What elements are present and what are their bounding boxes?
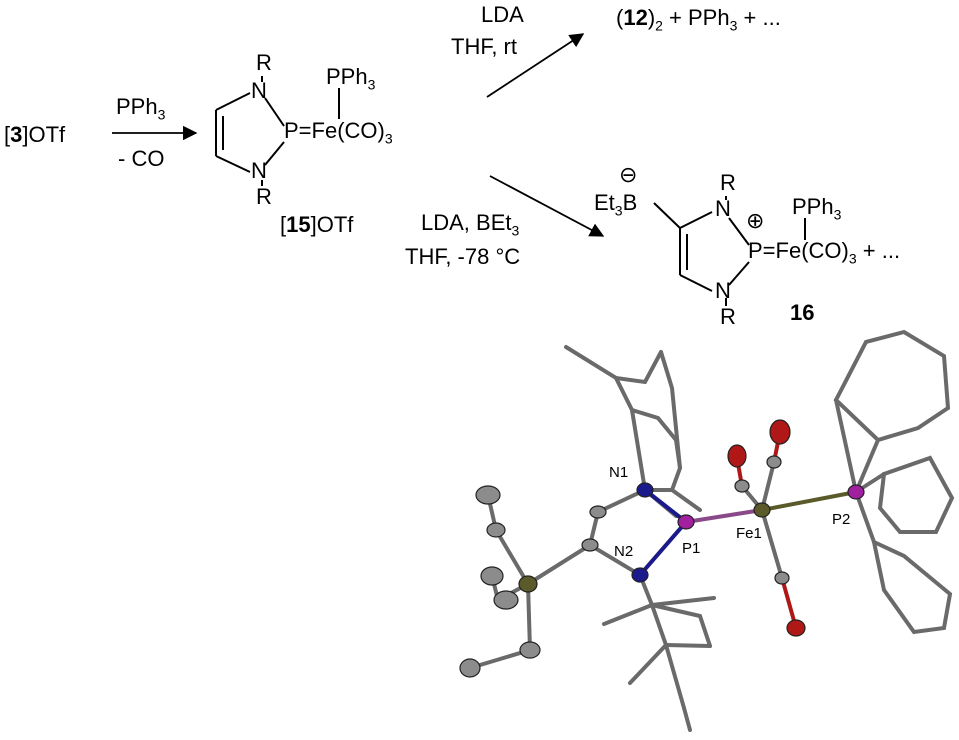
- upper-product-paren-close: ): [647, 5, 656, 30]
- step1-byproduct: - CO: [118, 146, 165, 171]
- c15-n-bottom: N: [251, 158, 267, 183]
- upper-reagent-line2: THF, rt: [451, 34, 517, 59]
- c16-label: 16: [790, 300, 815, 325]
- c16-p-fe-subscript: 3: [848, 250, 857, 267]
- label-n2: N2: [614, 543, 633, 560]
- atom-nitrogen: [636, 482, 654, 498]
- c16-phosphine-subscript: 3: [833, 206, 842, 223]
- upper-product-dimer-subscript: 2: [655, 17, 663, 34]
- c16-et3b-subscript: 3: [614, 202, 623, 219]
- c15-r-bottom: R: [256, 184, 272, 209]
- upper-path-arrow: [486, 33, 585, 98]
- atom-oxygen: [786, 619, 806, 637]
- lower-path-arrow: [489, 175, 605, 237]
- atom-nitrogen: [631, 567, 649, 583]
- c15-ring: [215, 76, 340, 186]
- c16-boron-minus: ⊖: [619, 162, 638, 187]
- upper-product-number: 12: [623, 5, 648, 30]
- label-p2: P2: [832, 511, 850, 528]
- reactant-bracket-open: [: [4, 122, 11, 147]
- reactant-label: [3]OTf: [4, 124, 65, 146]
- upper-reagent-line1: LDA: [481, 2, 524, 27]
- c16-p-fe-text: P=Fe(CO): [748, 238, 849, 263]
- atom-carbon: [475, 485, 501, 505]
- c16-n-top: N: [715, 196, 731, 221]
- label-p1: P1: [682, 540, 700, 557]
- c16-ellipsis: + ...: [856, 238, 901, 263]
- atom-carbon: [493, 590, 519, 610]
- c15-r-top: R: [256, 50, 272, 75]
- atom-carbon: [486, 522, 506, 538]
- atom-oxygen: [727, 444, 747, 468]
- c15-phosphine: PPh3: [326, 64, 376, 93]
- step1-reagent: PPh3: [116, 94, 166, 123]
- lower-reagent-line2: THF, -78 °C: [405, 244, 521, 269]
- lower-reagent-line1: LDA, BEt3: [421, 210, 520, 239]
- upper-product-ellipsis: + ...: [737, 5, 781, 30]
- upper-product: (12)2 + PPh3 + ...: [616, 5, 781, 34]
- atom-carbon: [480, 566, 504, 586]
- c16-phosphine: PPh3: [792, 194, 842, 223]
- reactant-number: 3: [10, 122, 23, 147]
- atom-oxygen: [769, 419, 791, 445]
- c16-p-plus: ⊕: [746, 208, 765, 233]
- upper-product-pph-subscript: 3: [729, 17, 738, 34]
- c16-phosphine-text: PPh: [792, 194, 834, 219]
- lower-reagent-subscript: 3: [511, 222, 520, 239]
- c15-phosphine-text: PPh: [326, 64, 368, 89]
- lower-reagent-text: LDA, BEt: [421, 210, 512, 235]
- structure-atom-labels: N1 N2 P1 Fe1 P2: [609, 464, 850, 560]
- step1-reagent-subscript: 3: [157, 106, 166, 123]
- c15-p-fe-text: P=Fe(CO): [284, 118, 385, 143]
- label-fe1: Fe1: [736, 525, 762, 542]
- c15-n-top: N: [251, 78, 267, 103]
- c16-r-bottom: R: [720, 304, 736, 329]
- c16-ring: [653, 196, 806, 306]
- step1-reagent-text: PPh: [116, 94, 158, 119]
- atom-carbon: [459, 658, 481, 678]
- c15-label-bracket: [: [280, 212, 287, 237]
- atom-phosphorus: [677, 514, 695, 530]
- atom-boron: [518, 575, 538, 593]
- atom-carbon: [519, 641, 541, 659]
- c15-p-fe: P=Fe(CO)3: [284, 118, 393, 147]
- upper-product-paren-open: (: [616, 5, 624, 30]
- crystal-structure: N1 N2 P1 Fe1 P2: [459, 329, 955, 732]
- atom-carbon: [766, 455, 782, 469]
- c15-p-fe-subscript: 3: [384, 130, 393, 147]
- label-n1: N1: [609, 464, 628, 481]
- atom-carbon: [774, 571, 790, 585]
- c16-boron: B: [622, 190, 638, 215]
- upper-product-pph: + PPh: [662, 5, 730, 30]
- c15-label: [15]OTf: [280, 214, 353, 236]
- reactant-counterion: ]OTf: [22, 122, 66, 147]
- atom-phosphorus: [847, 484, 865, 500]
- c16-r-top: R: [720, 170, 736, 195]
- c15-phosphine-subscript: 3: [367, 76, 376, 93]
- c16-et3b-text: Et: [594, 190, 615, 215]
- c15-label-number: 15: [286, 212, 311, 237]
- atom-carbon: [589, 505, 607, 519]
- atom-iron: [753, 502, 771, 518]
- c16-p-fe: P=Fe(CO)3 + ...: [748, 238, 901, 267]
- atom-carbon: [581, 538, 599, 552]
- structure-atoms: [459, 419, 865, 678]
- structure-bonds: [468, 329, 955, 732]
- atom-carbon: [734, 479, 750, 493]
- c15-label-counterion: ]OTf: [310, 212, 354, 237]
- c16-et3b: Et3B: [594, 190, 638, 219]
- c16-n-bottom: N: [715, 278, 731, 303]
